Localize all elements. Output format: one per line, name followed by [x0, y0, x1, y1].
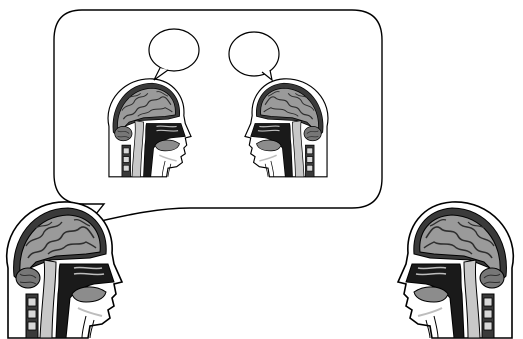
imagined-speaker-head: [108, 79, 191, 177]
imagined-listener-head: [245, 79, 328, 177]
speech-bubble: [54, 10, 382, 224]
speaker-head: [7, 202, 122, 338]
listener-head: [398, 202, 513, 338]
